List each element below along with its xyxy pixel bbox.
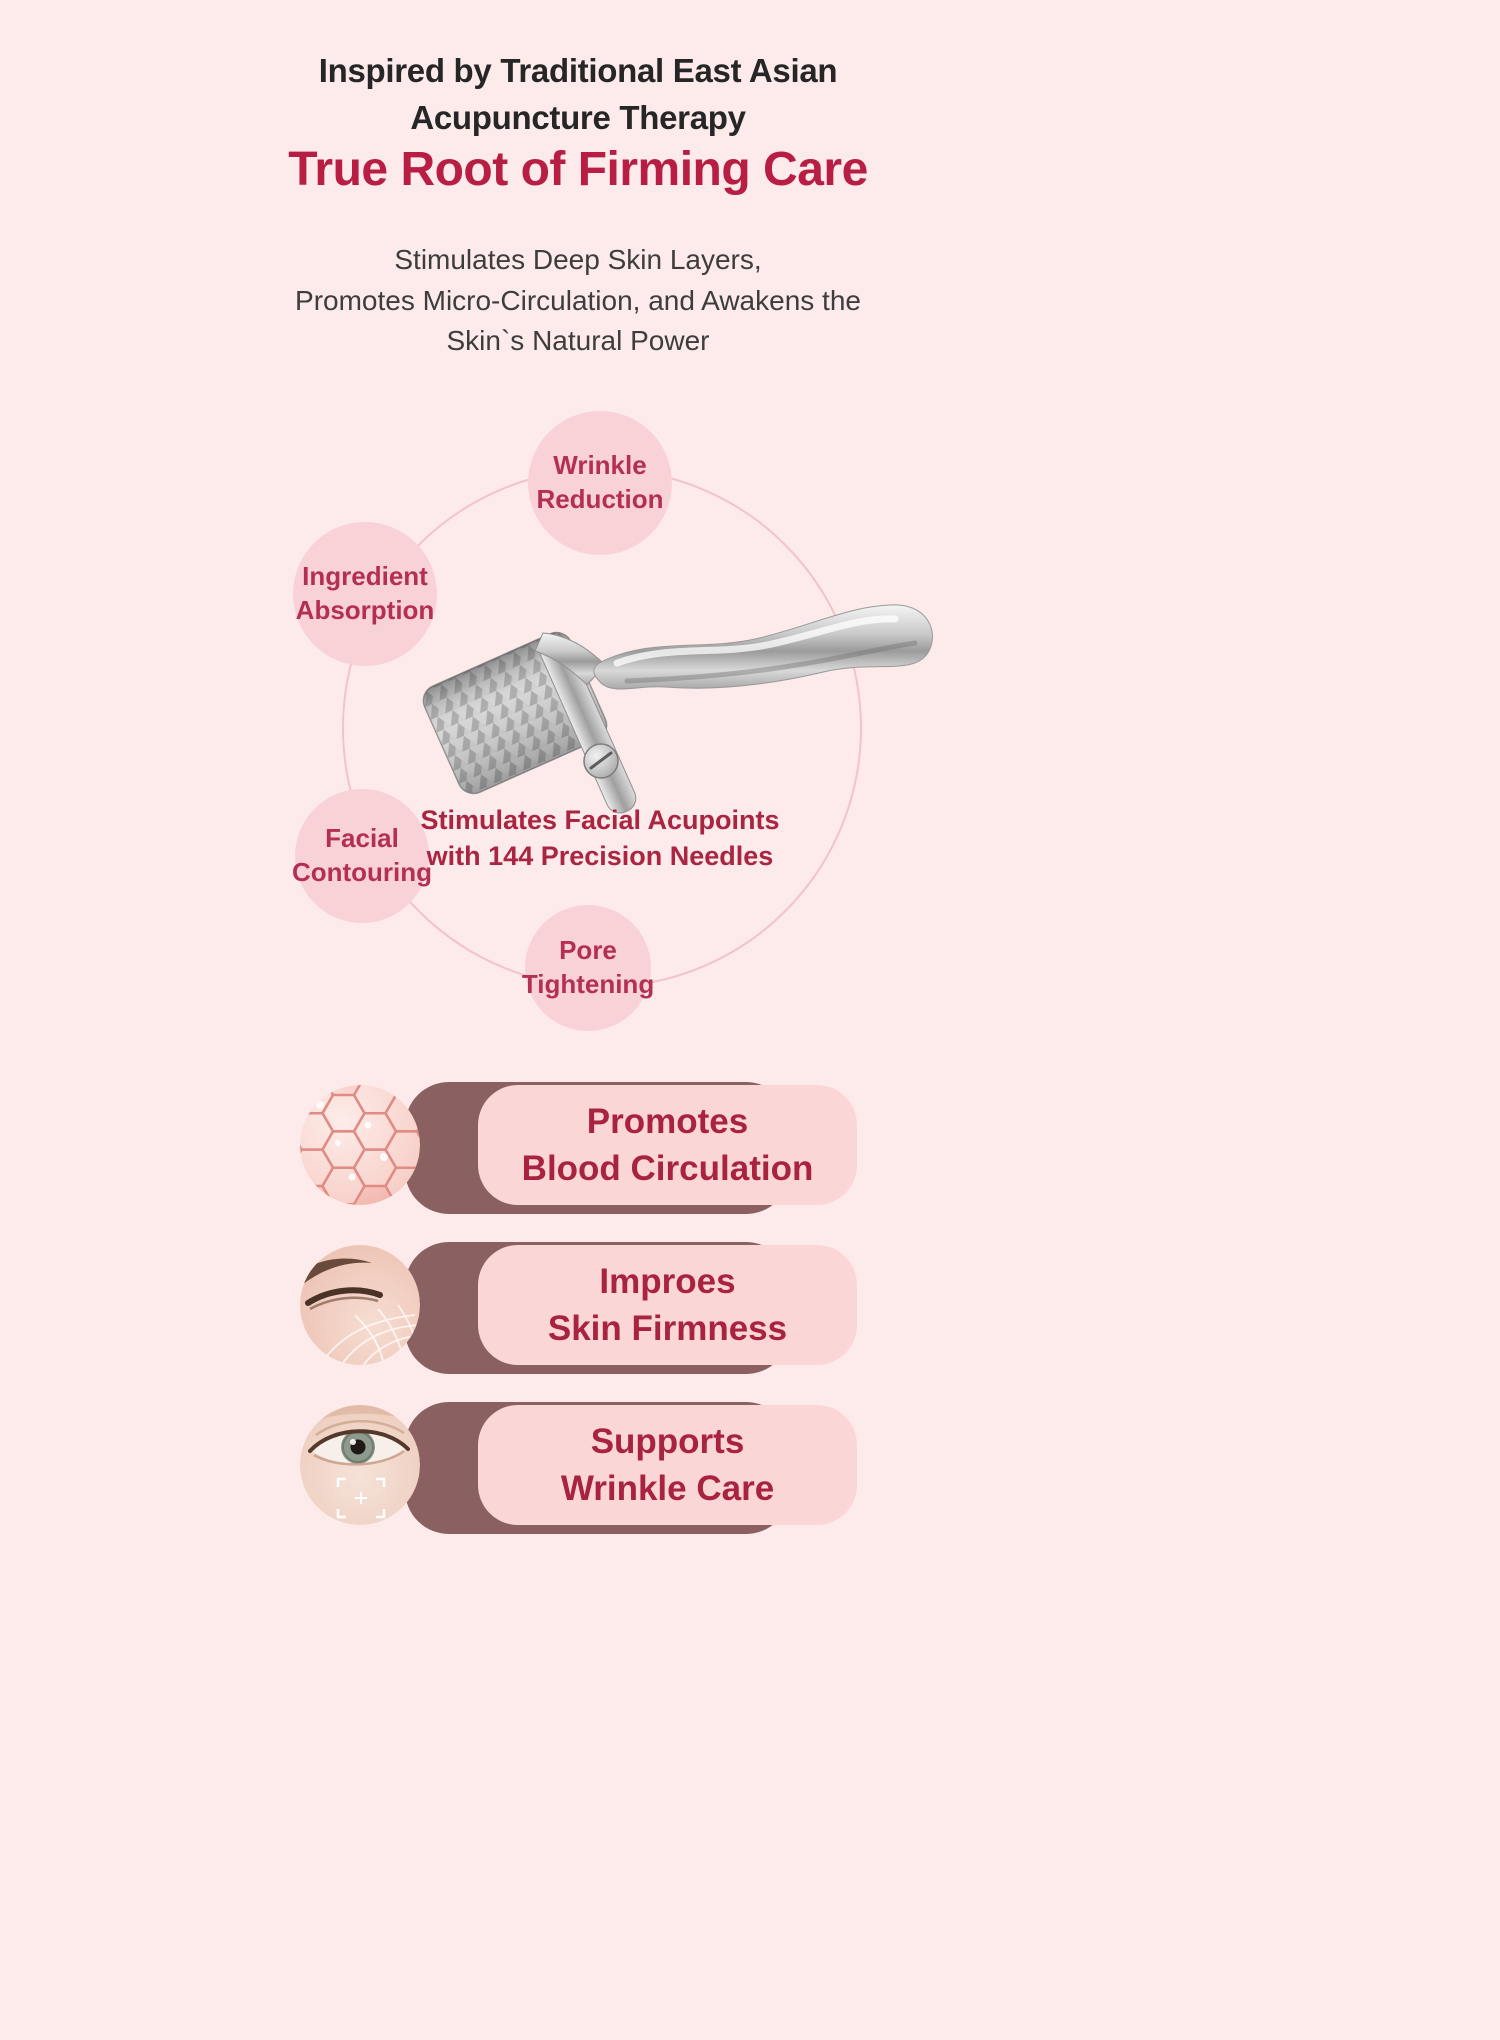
benefit-card: Supports Wrinkle Care (478, 1405, 857, 1525)
benefit-card: Improes Skin Firmness (478, 1245, 857, 1365)
diagram-caption: Stimulates Facial Acupoints with 144 Pre… (420, 805, 780, 872)
benefit-row-wrinkle-care: Supports Wrinkle Care (0, 1398, 1500, 1538)
benefit-row-skin-firmness: Improes Skin Firmness (0, 1238, 1500, 1378)
page-title: True Root of Firming Care (288, 143, 868, 196)
benefit-row-blood-circulation: Promotes Blood Circulation (0, 1078, 1500, 1218)
benefit-label: Supports Wrinkle Care (560, 1421, 775, 1508)
benefit-label: Improes Skin Firmness (547, 1261, 788, 1348)
bubble-ingredient-absorption: Ingredient Absorption (293, 522, 437, 666)
benefit-image-eye-wrinkle-target (300, 1405, 420, 1525)
bubble-pore-tightening: Pore Tightening (522, 905, 654, 1031)
benefit-card: Promotes Blood Circulation (478, 1085, 857, 1205)
skin-cells-illustration (300, 1085, 420, 1205)
bubble-facial-contouring: Facial Contouring (292, 789, 432, 923)
eye-firmness-illustration (300, 1245, 420, 1365)
header-subtitle: Stimulates Deep Skin Layers, Promotes Mi… (295, 244, 861, 357)
derma-roller-image (415, 585, 955, 815)
benefit-image-eye-firmness (300, 1245, 420, 1365)
header-eyebrow: Inspired by Traditional East Asian Acupu… (318, 52, 838, 136)
eye-wrinkle-illustration (300, 1405, 420, 1525)
plus-icon (355, 1492, 367, 1504)
derma-roller-illustration (422, 604, 933, 814)
benefit-label: Promotes Blood Circulation (521, 1101, 814, 1188)
benefit-image-skin-cells (300, 1085, 420, 1205)
focus-frame-icon (336, 1477, 386, 1519)
bubble-wrinkle-reduction: Wrinkle Reduction (528, 411, 672, 555)
